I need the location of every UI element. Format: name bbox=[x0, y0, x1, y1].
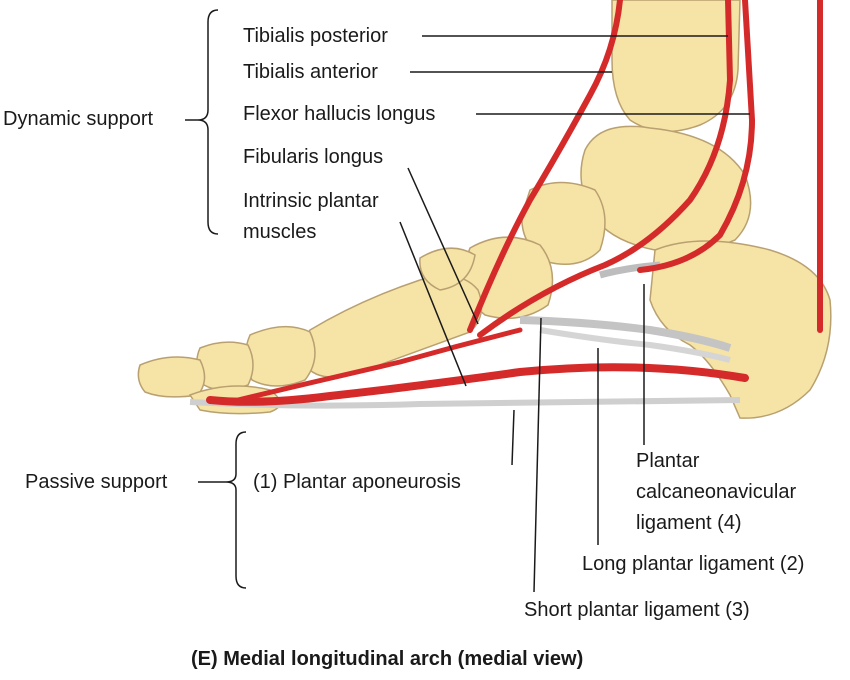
label-tibialis-posterior: Tibialis posterior bbox=[243, 25, 388, 47]
label-intrinsic-plantar-1: Intrinsic plantar bbox=[243, 190, 379, 212]
label-passive-support: Passive support bbox=[25, 471, 168, 493]
label-short-plantar: Short plantar ligament (3) bbox=[524, 599, 750, 621]
label-fibularis-longus: Fibularis longus bbox=[243, 146, 384, 168]
leader-lines bbox=[185, 35, 750, 593]
label-plantar-aponeurosis: (1) Plantar aponeurosis bbox=[253, 471, 461, 493]
label-plantar-calc-1: Plantar bbox=[636, 450, 700, 472]
foot-bones bbox=[137, 0, 832, 419]
label-plantar-calc-2: calcaneonavicular bbox=[636, 481, 797, 503]
label-intrinsic-plantar-2: muscles bbox=[243, 221, 317, 243]
figure-caption: (E) Medial longitudinal arch (medial vie… bbox=[191, 648, 584, 670]
label-dynamic-support: Dynamic support bbox=[3, 108, 154, 130]
label-long-plantar: Long plantar ligament (2) bbox=[582, 553, 805, 575]
brackets bbox=[197, 9, 247, 589]
label-tibialis-anterior: Tibialis anterior bbox=[243, 61, 378, 83]
tendons bbox=[206, 0, 823, 406]
label-plantar-calc-3: ligament (4) bbox=[636, 512, 742, 534]
label-flexor-hallucis-longus: Flexor hallucis longus bbox=[243, 103, 436, 125]
